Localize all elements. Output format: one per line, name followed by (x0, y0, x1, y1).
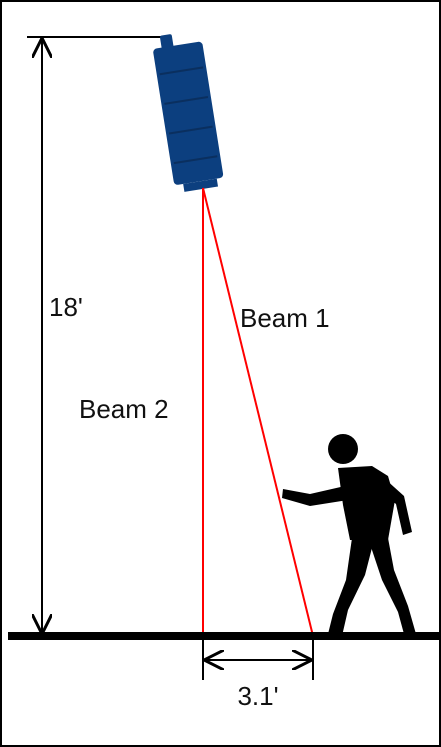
beam-1-line (202, 187, 314, 637)
light-fixture (153, 34, 224, 192)
beam-2-label: Beam 2 (79, 394, 169, 424)
height-label: 18' (49, 292, 83, 322)
distance-label: 3.1' (237, 681, 278, 711)
beam-1-label: Beam 1 (240, 303, 330, 333)
ground-line (8, 632, 440, 640)
person-silhouette (282, 434, 416, 636)
